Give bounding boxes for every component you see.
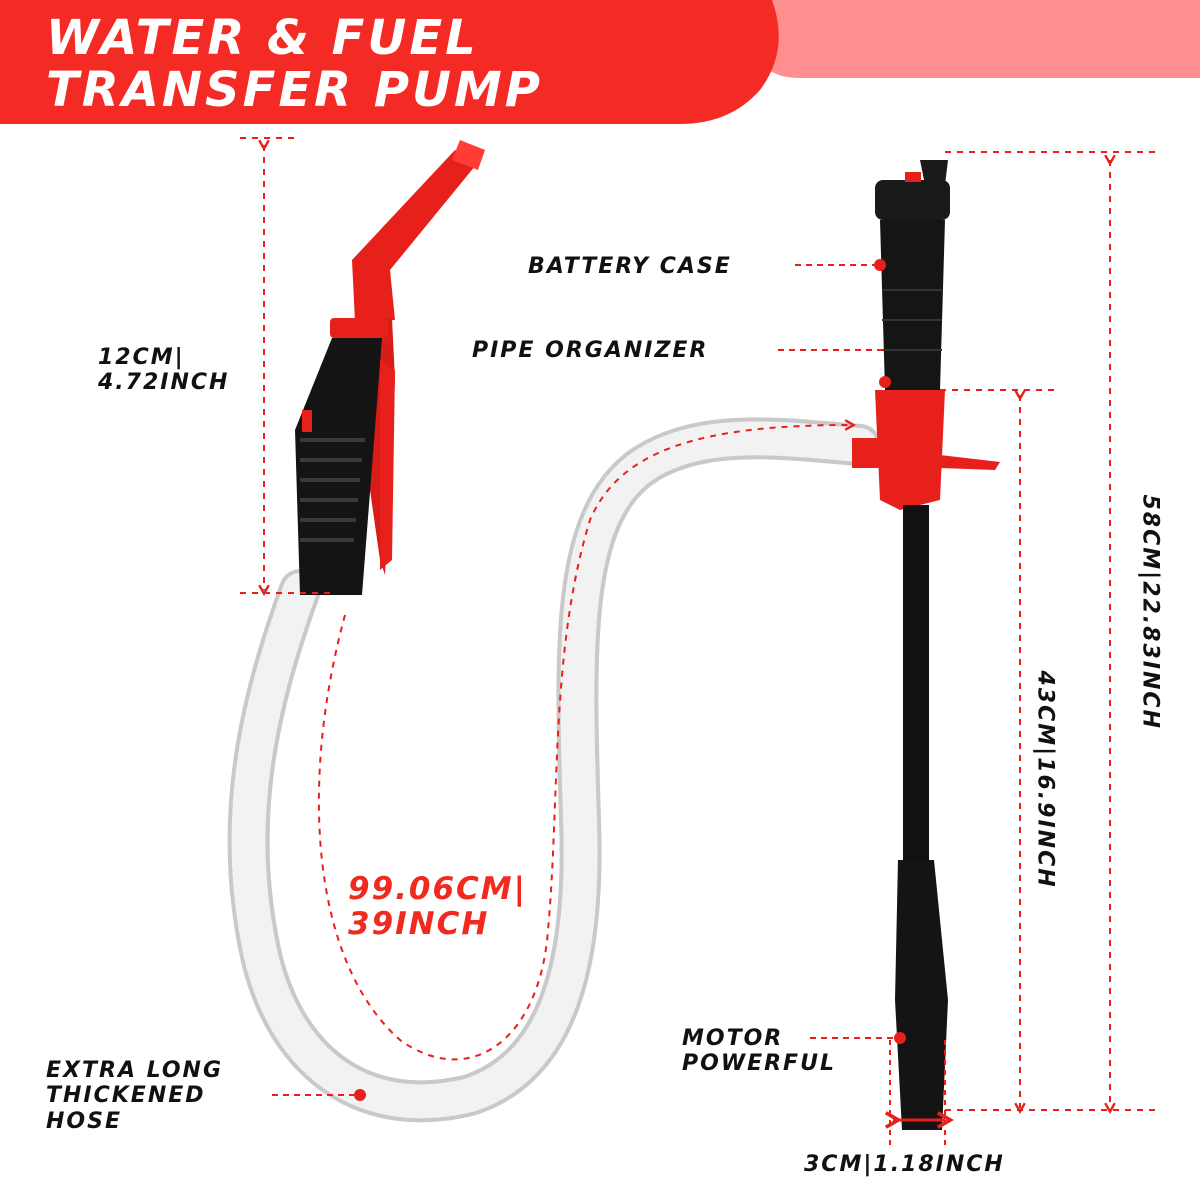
hose-length-label: 99.06CM| 39INCH — [348, 872, 527, 941]
callout-dots — [354, 259, 906, 1101]
hose-length-line1: 99.06CM| — [348, 871, 527, 907]
total-length-label: 58CM|22.83INCH — [1137, 494, 1163, 730]
hose-line1: EXTRA LONG — [46, 1058, 224, 1083]
hose-line2: THICKENED — [46, 1083, 206, 1109]
nozzle-height-line1: 12CM| — [98, 345, 185, 370]
dimension-lines — [240, 137, 1155, 1150]
callout-lines — [272, 264, 900, 1096]
page-title-line2: TRANSFER PUMP — [46, 62, 543, 118]
hose-label: EXTRA LONG THICKENED HOSE — [46, 1058, 223, 1134]
hose-length-line2: 39INCH — [348, 905, 490, 942]
header-banner — [0, 0, 1200, 124]
pump-body — [852, 160, 1000, 1130]
tube-length-label: 43CM|16.9INCH — [1032, 670, 1058, 889]
battery-case-label: BATTERY CASE — [528, 254, 732, 279]
motor-line2: POWERFUL — [682, 1051, 836, 1077]
pipe-organizer-label: PIPE ORGANIZER — [472, 338, 709, 363]
diameter-label: 3CM|1.18INCH — [804, 1152, 1005, 1177]
nozzle-height-label: 12CM| 4.72INCH — [98, 345, 229, 396]
motor-label: MOTOR POWERFUL — [682, 1026, 836, 1077]
extra-long-hose — [227, 417, 881, 1123]
page-title-line1: WATER & FUEL — [46, 10, 479, 66]
hose-length-dimension — [317, 419, 857, 1061]
fuel-nozzle — [295, 140, 485, 595]
banner-red-shape — [0, 0, 779, 124]
nozzle-height-line2: 4.72INCH — [98, 370, 230, 396]
hose-line3: HOSE — [46, 1108, 122, 1134]
banner-light-stripe — [760, 0, 1200, 78]
motor-line1: MOTOR — [682, 1026, 784, 1051]
